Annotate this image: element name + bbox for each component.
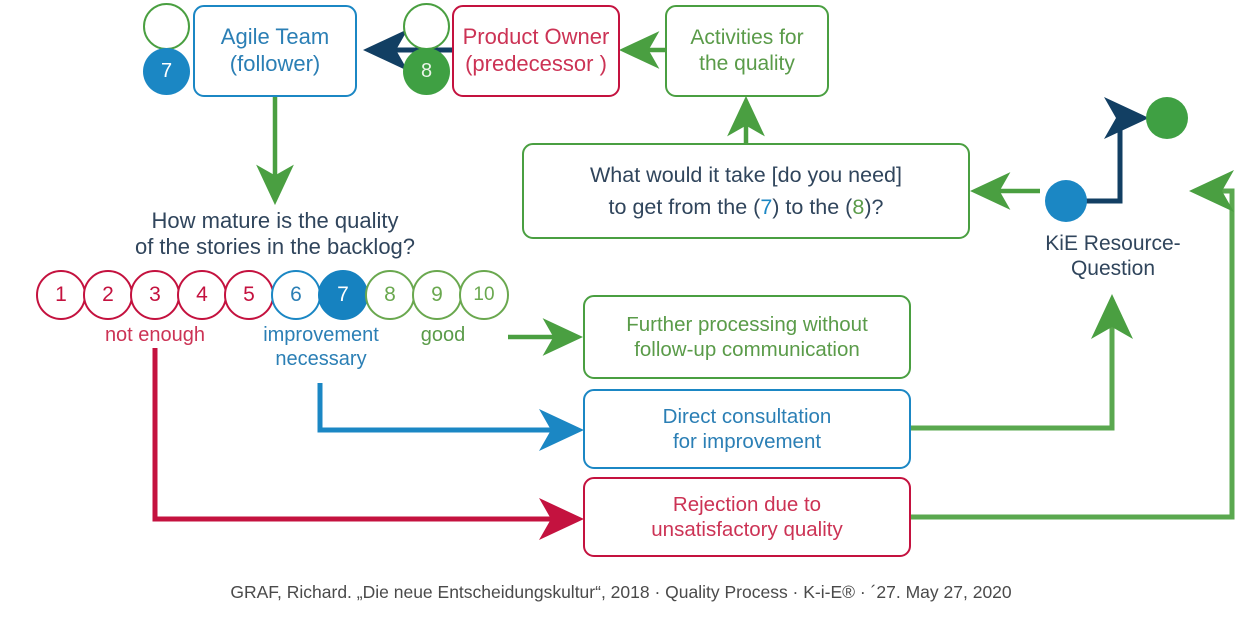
box-question-line1: What would it take [do you need] <box>590 162 902 187</box>
scale-item-8[interactable]: 8 <box>365 270 415 320</box>
agile-team-score-marker: 7 <box>143 48 190 95</box>
scale-item-7[interactable]: 7 <box>318 270 368 320</box>
scale-item-10[interactable]: 10 <box>459 270 509 320</box>
product-owner-score-marker: 8 <box>403 48 450 95</box>
scale-band-label-not-enough: not enough <box>104 324 206 346</box>
kie-dot-green <box>1146 97 1188 139</box>
box-product-owner[interactable]: Product Owner (predecessor ) <box>452 5 620 97</box>
scale-item-label: 1 <box>55 283 67 306</box>
footer-citation: GRAF, Richard. „Die neue Entscheidungsku… <box>230 582 1012 602</box>
scale-item-label: 6 <box>290 283 302 306</box>
connector-direct-to-kie <box>911 293 1133 431</box>
box-activities-line1: Activities for <box>690 26 804 50</box>
box-question-score-seven: 7 <box>760 195 773 219</box>
kie-label-line1: KiE Resource- <box>1045 232 1181 255</box>
box-question-line2: to get from the (7) to the (8)? <box>609 194 884 220</box>
rating-scale[interactable]: 1 2 3 4 5 6 7 8 9 10 <box>36 270 509 322</box>
scale-item-3[interactable]: 3 <box>130 270 180 320</box>
connector-improvement-to-direct <box>317 383 585 451</box>
scale-item-4[interactable]: 4 <box>177 270 227 320</box>
scale-item-2[interactable]: 2 <box>83 270 133 320</box>
connector-notenough-to-rejection <box>152 348 585 540</box>
scale-band-label-improvement: improvement necessary <box>235 323 407 371</box>
scale-item-label: 9 <box>431 283 443 306</box>
box-activities-for-quality[interactable]: Activities for the quality <box>665 5 829 97</box>
maturity-question-line2: of the stories in the backlog? <box>134 234 416 260</box>
scale-item-1[interactable]: 1 <box>36 270 86 320</box>
box-question-line2-part-a: to get from the ( <box>608 195 761 219</box>
box-rejection[interactable]: Rejection due to unsatisfactory quality <box>583 477 911 557</box>
box-agile-team-line2: (follower) <box>229 51 321 76</box>
box-question-line2-part-c: )? <box>864 195 884 219</box>
maturity-question-label: How mature is the quality of the stories… <box>60 208 490 261</box>
scale-item-label: 4 <box>196 283 208 306</box>
box-agile-team-line1: Agile Team <box>220 24 330 50</box>
box-product-owner-line2: (predecessor ) <box>465 51 607 76</box>
scale-band-label-improvement-line1: improvement <box>263 324 379 346</box>
box-rejection-line2: unsatisfactory quality <box>651 518 843 541</box>
scale-item-5[interactable]: 5 <box>224 270 274 320</box>
scale-item-label: 10 <box>473 284 495 305</box>
box-direct-line2: for improvement <box>672 430 822 453</box>
scale-item-label: 5 <box>243 283 255 306</box>
box-further-processing[interactable]: Further processing without follow-up com… <box>583 295 911 379</box>
box-question-line2-part-b: ) to the ( <box>772 195 853 219</box>
box-question-score-eight: 8 <box>852 195 865 219</box>
scale-item-label: 3 <box>149 283 161 306</box>
agile-team-hollow-marker <box>143 3 190 50</box>
kie-label-line2: Question <box>1070 257 1156 281</box>
box-agile-team[interactable]: Agile Team (follower) <box>193 5 357 97</box>
box-product-owner-line1: Product Owner <box>462 24 610 50</box>
box-further-line1: Further processing without <box>626 313 868 336</box>
box-rejection-line1: Rejection due to <box>672 493 822 516</box>
scale-band-label-improvement-line2: necessary <box>275 348 367 370</box>
box-resource-question[interactable]: What would it take [do you need] to get … <box>522 143 970 239</box>
box-direct-line1: Direct consultation <box>662 405 832 428</box>
scale-item-label: 2 <box>102 283 114 306</box>
scale-item-6[interactable]: 6 <box>271 270 321 320</box>
scale-item-9[interactable]: 9 <box>412 270 462 320</box>
scale-band-label-good: good <box>420 324 466 346</box>
box-direct-consultation[interactable]: Direct consultation for improvement <box>583 389 911 469</box>
kie-dot-blue <box>1045 180 1087 222</box>
box-activities-line2: the quality <box>699 52 795 75</box>
scale-item-label: 8 <box>384 283 396 306</box>
scale-item-label: 7 <box>337 283 349 306</box>
maturity-question-line1: How mature is the quality <box>151 208 399 233</box>
kie-resource-question-label: KiE Resource- Question <box>1006 231 1220 281</box>
product-owner-hollow-marker <box>403 3 450 50</box>
box-further-line2: follow-up communication <box>634 338 860 361</box>
